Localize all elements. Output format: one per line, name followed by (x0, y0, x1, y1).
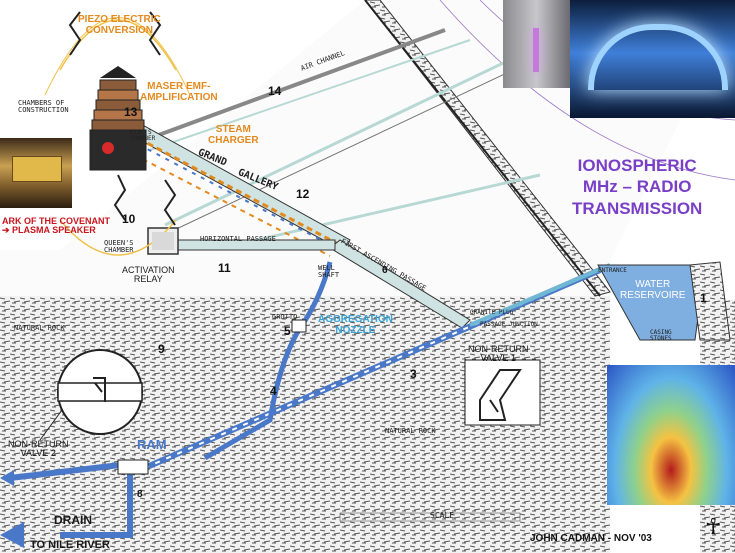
gallery-stripe (124, 149, 331, 257)
number-4: 4 (270, 384, 277, 398)
kings-chamber-tower (89, 66, 147, 171)
number-10: 10 (122, 212, 136, 226)
drain-label: DRAIN (54, 513, 92, 527)
ark-label: ARK OF THE COVENANT➔ PLASMA SPEAKER (2, 216, 110, 236)
natural-rock-label-1: NATURAL ROCK (14, 324, 65, 332)
scale-label: SCALE (430, 511, 455, 520)
air-channel-lower (164, 53, 521, 227)
grotto-label: GROTTO (272, 313, 298, 321)
pyramid-edge (364, 0, 601, 297)
natural-rock-label-2: NATURAL ROCK (385, 427, 436, 435)
scale-bar (339, 512, 521, 522)
entrance-link (469, 263, 611, 327)
outflow-arrowhead (0, 470, 14, 486)
radio-arc (439, 0, 735, 181)
signature-glyph: ☥ (705, 514, 722, 539)
valve2-pipe (57, 382, 143, 402)
valve1-shape (479, 369, 522, 421)
air-channel (144, 28, 446, 142)
antenna-bottom (113, 174, 177, 226)
nile-river-label: TO NILE RIVER (30, 539, 110, 551)
plasma-tube-photo (503, 0, 570, 88)
grotto-box (291, 319, 307, 333)
reservoir-wall (689, 261, 731, 341)
credit-label: JOHN CADMAN - NOV '03 (530, 533, 652, 544)
pyramid-casing (364, 0, 611, 297)
water-reservoir (597, 264, 706, 341)
valve1-flap (489, 399, 499, 413)
number-13: 13 (124, 105, 138, 119)
number-12: 12 (296, 187, 310, 201)
ram-outflow (9, 462, 121, 481)
valve2-flap (93, 377, 106, 402)
heatmap-photo (607, 365, 735, 505)
plasma-arc-photo (570, 0, 735, 118)
air-channel (149, 39, 471, 151)
horizontal-passage-label: HORIZONTAL PASSAGE (200, 235, 276, 243)
ark-photo (0, 138, 72, 208)
number-3: 3 (410, 367, 417, 381)
number-8: 8 (137, 489, 143, 500)
antenna-top (68, 11, 162, 56)
number-5: 5 (284, 324, 291, 338)
number-6: 6 (382, 265, 388, 276)
maser-label: MASER EMF-AMPLIFICATION (140, 81, 218, 103)
air-channel-lower (169, 61, 531, 233)
first-ascending-passage (329, 239, 471, 329)
piezo-arc (44, 17, 191, 96)
number-14: 14 (268, 84, 282, 98)
ionospheric-title: IONOSPHERIC MHz – RADIO TRANSMISSION (572, 156, 703, 218)
ram-box (117, 459, 149, 475)
queens-chamber-icon (152, 232, 174, 250)
granite-plug-label: GRANITE PLUG (470, 309, 514, 316)
number-1: 1 (700, 291, 707, 305)
number-11: 11 (218, 261, 231, 275)
ram-label: RAM (137, 437, 167, 452)
drain-arrowhead (0, 522, 24, 548)
entrance-label: ENTRANCE (598, 267, 627, 274)
number-9: 9 (158, 342, 165, 356)
passage-junction-label: PASSAGE JUNCTION (480, 321, 538, 328)
valve2-leader (39, 409, 63, 441)
